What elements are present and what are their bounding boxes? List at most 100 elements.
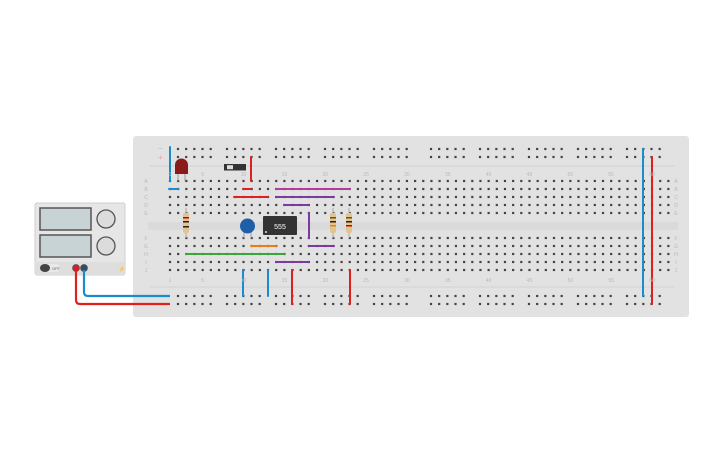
breadboard-hole[interactable] [315, 260, 319, 264]
breadboard-hole[interactable] [610, 187, 613, 191]
breadboard-hole[interactable] [356, 187, 360, 191]
breadboard-hole[interactable] [250, 302, 253, 306]
breadboard-hole[interactable] [618, 179, 621, 183]
breadboard-hole[interactable] [585, 187, 588, 191]
breadboard-hole[interactable] [201, 147, 204, 151]
breadboard-hole[interactable] [356, 236, 360, 240]
breadboard-hole[interactable] [446, 187, 449, 191]
breadboard-hole[interactable] [275, 211, 278, 215]
breadboard-hole[interactable] [552, 252, 556, 256]
breadboard-hole[interactable] [185, 302, 188, 306]
breadboard-hole[interactable] [609, 302, 612, 306]
breadboard-hole[interactable] [454, 236, 458, 240]
breadboard-hole[interactable] [283, 268, 286, 272]
breadboard-hole[interactable] [503, 147, 506, 151]
breadboard-hole[interactable] [209, 211, 212, 215]
breadboard-hole[interactable] [242, 260, 245, 264]
breadboard-hole[interactable] [414, 236, 417, 240]
breadboard-hole[interactable] [332, 260, 335, 264]
breadboard-hole[interactable] [463, 211, 466, 215]
breadboard-hole[interactable] [177, 244, 180, 248]
breadboard-hole[interactable] [577, 260, 580, 264]
breadboard-hole[interactable] [446, 195, 449, 199]
breadboard-hole[interactable] [495, 195, 498, 199]
breadboard-hole[interactable] [512, 179, 515, 183]
breadboard-hole[interactable] [593, 195, 596, 199]
breadboard-hole[interactable] [495, 294, 498, 298]
breadboard-hole[interactable] [381, 302, 384, 306]
breadboard-hole[interactable] [659, 236, 662, 240]
breadboard-hole[interactable] [626, 179, 629, 183]
breadboard-hole[interactable] [217, 179, 221, 183]
breadboard-hole[interactable] [226, 211, 229, 215]
breadboard-hole[interactable] [405, 155, 408, 159]
breadboard-hole[interactable] [217, 268, 221, 272]
breadboard-hole[interactable] [618, 252, 621, 256]
breadboard-hole[interactable] [625, 302, 629, 306]
breadboard-hole[interactable] [242, 147, 245, 151]
breadboard-hole[interactable] [446, 211, 449, 215]
breadboard-hole[interactable] [381, 252, 384, 256]
breadboard-hole[interactable] [463, 236, 466, 240]
breadboard-hole[interactable] [201, 244, 204, 248]
breadboard-hole[interactable] [487, 195, 490, 199]
ic-555[interactable]: 555 [263, 216, 297, 235]
breadboard-hole[interactable] [274, 294, 278, 298]
breadboard-hole[interactable] [422, 211, 425, 215]
breadboard-hole[interactable] [487, 236, 490, 240]
breadboard-hole[interactable] [250, 236, 253, 240]
breadboard-hole[interactable] [593, 179, 596, 183]
jumper-wires[interactable] [168, 146, 653, 305]
breadboard-hole[interactable] [585, 302, 588, 306]
breadboard-hole[interactable] [225, 155, 229, 159]
breadboard-hole[interactable] [601, 187, 605, 191]
breadboard-hole[interactable] [667, 203, 670, 207]
breadboard-hole[interactable] [544, 195, 547, 199]
breadboard-hole[interactable] [634, 187, 637, 191]
breadboard-hole[interactable] [536, 294, 539, 298]
breadboard-hole[interactable] [585, 260, 588, 264]
breadboard-hole[interactable] [610, 195, 613, 199]
breadboard-hole[interactable] [503, 236, 507, 240]
breadboard-hole[interactable] [364, 260, 368, 264]
breadboard-hole[interactable] [364, 179, 368, 183]
breadboard-hole[interactable] [626, 244, 629, 248]
breadboard-hole[interactable] [544, 203, 547, 207]
breadboard-hole[interactable] [414, 244, 417, 248]
breadboard-hole[interactable] [266, 260, 270, 264]
breadboard-hole[interactable] [168, 195, 172, 199]
breadboard-hole[interactable] [258, 187, 261, 191]
breadboard-hole[interactable] [626, 252, 629, 256]
breadboard-hole[interactable] [659, 268, 662, 272]
breadboard-hole[interactable] [356, 195, 360, 199]
breadboard-hole[interactable] [463, 260, 466, 264]
breadboard-hole[interactable] [487, 203, 490, 207]
breadboard-hole[interactable] [209, 244, 212, 248]
breadboard-hole[interactable] [414, 203, 417, 207]
breadboard-hole[interactable] [176, 155, 180, 159]
breadboard-hole[interactable] [569, 211, 572, 215]
breadboard-hole[interactable] [176, 147, 180, 151]
breadboard-hole[interactable] [512, 195, 515, 199]
breadboard-hole[interactable] [601, 252, 605, 256]
breadboard-hole[interactable] [544, 155, 547, 159]
breadboard-hole[interactable] [397, 203, 400, 207]
breadboard-hole[interactable] [577, 203, 580, 207]
breadboard-hole[interactable] [340, 244, 343, 248]
breadboard-hole[interactable] [201, 187, 204, 191]
breadboard-hole[interactable] [560, 294, 563, 298]
breadboard-hole[interactable] [226, 179, 229, 183]
breadboard-hole[interactable] [667, 211, 670, 215]
breadboard-hole[interactable] [258, 179, 261, 183]
breadboard-hole[interactable] [372, 294, 376, 298]
breadboard-hole[interactable] [299, 302, 302, 306]
breadboard-hole[interactable] [217, 244, 221, 248]
breadboard-hole[interactable] [234, 187, 237, 191]
breadboard-hole[interactable] [446, 294, 449, 298]
breadboard-hole[interactable] [634, 179, 637, 183]
breadboard-hole[interactable] [438, 302, 441, 306]
breadboard-hole[interactable] [291, 211, 294, 215]
breadboard-hole[interactable] [659, 252, 662, 256]
breadboard-hole[interactable] [177, 195, 180, 199]
breadboard-hole[interactable] [536, 179, 539, 183]
